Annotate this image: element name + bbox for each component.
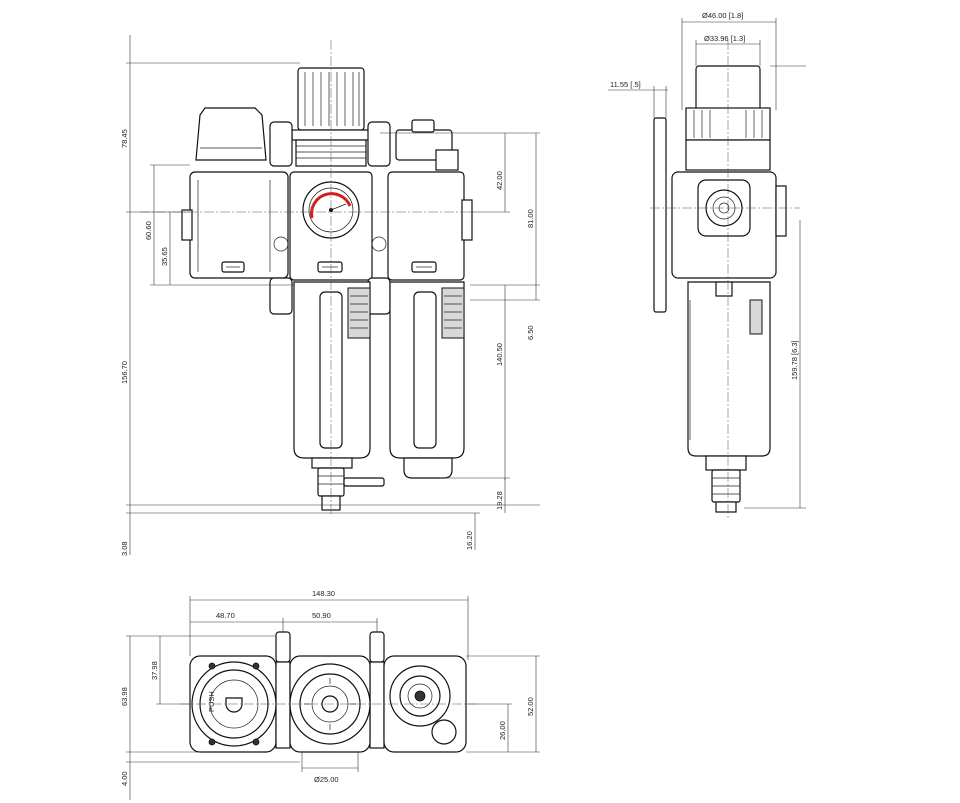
left-bracket <box>269 121 293 167</box>
dim-16-20: 16.20 <box>465 531 474 550</box>
dim-81-00: 81.00 <box>526 209 535 228</box>
dim-60-60: 60.60 <box>144 221 153 240</box>
dim-46-00: Ø46.00 [1.8] <box>702 11 743 20</box>
dim-26-00: 26.00 <box>498 721 507 740</box>
dim-11-55: 11.55 [.5] <box>610 80 641 89</box>
dim-42-00: 42.00 <box>495 171 504 190</box>
top-view: PUSH <box>189 631 467 753</box>
dim-19-28: 19.28 <box>495 491 504 510</box>
dim-3-08: 3.08 <box>120 541 129 556</box>
front-dimension-lines <box>126 35 540 555</box>
side-view <box>650 40 800 520</box>
wall-bracket <box>653 117 667 313</box>
front-view <box>140 40 475 515</box>
dim-63-98: 63.98 <box>120 687 129 706</box>
dim-50-90: 50.90 <box>312 611 331 620</box>
dim-159-78: 159.78 [6.3] <box>790 340 799 380</box>
dim-140-50: 140.50 <box>495 343 504 366</box>
push-label: PUSH <box>207 691 216 712</box>
dim-148-30: 148.30 <box>312 589 335 598</box>
right-bracket <box>367 121 391 167</box>
dim-33-96: Ø33.96 [1.3] <box>704 34 745 43</box>
dim-35-65: 35.65 <box>160 247 169 266</box>
dim-25-00: Ø25.00 <box>314 775 339 784</box>
dim-156-70: 156.70 <box>120 361 129 384</box>
dim-52-00: 52.00 <box>526 697 535 716</box>
side-dimension-lines <box>608 18 806 509</box>
dim-6-50: 6.50 <box>526 325 535 340</box>
dim-78-45: 78.45 <box>120 129 129 148</box>
dim-37-98: 37.98 <box>150 661 159 680</box>
left-cap <box>195 107 267 161</box>
dim-48-70: 48.70 <box>216 611 235 620</box>
dim-4-00: 4.00 <box>120 771 129 786</box>
top-dimension-lines <box>126 596 540 800</box>
